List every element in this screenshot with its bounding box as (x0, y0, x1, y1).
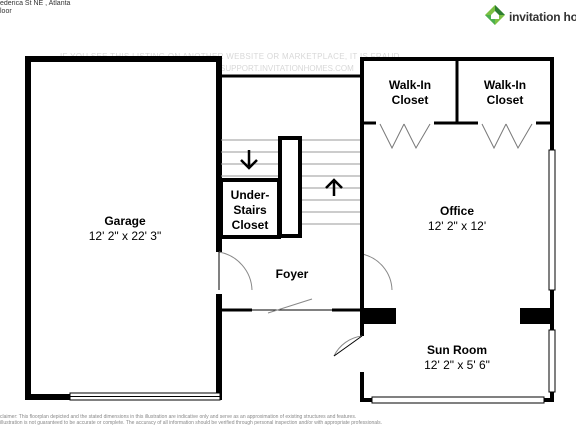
walkin-1-name: Walk-In (388, 78, 432, 92)
foyer-label: Foyer (250, 267, 334, 282)
foyer-name: Foyer (275, 267, 309, 281)
disclaimer-line-2: illustration is not guaranteed to be acc… (0, 420, 383, 426)
brand-name: invitation hor (509, 10, 576, 24)
address-text: ederica St NE , Atlanta (0, 0, 71, 7)
floor-text: loor (0, 8, 12, 15)
front-door (252, 298, 332, 314)
page-header: ederica St NE , Atlanta loor (0, 0, 70, 16)
brand-logo: invitation hor (484, 4, 576, 28)
fraud-watermark: IF YOU SEE THIS LISTING ON ANOTHER WEBSI… (60, 52, 400, 61)
walkin-closet-1-label: Walk-In Closet (364, 78, 456, 108)
walkin-1-name2: Closet (391, 93, 429, 107)
understairs-closet-walls (219, 178, 281, 239)
walkin-2-name: Walk-In (483, 78, 527, 92)
walkin-closet-2-label: Walk-In Closet (459, 78, 551, 108)
understairs-name2: Stairs (233, 203, 267, 217)
stair-up-arrow-icon (325, 178, 343, 196)
foyer-garage-door (216, 251, 253, 294)
sunroom-bottom-window (371, 396, 545, 404)
understairs-name3: Closet (231, 218, 269, 232)
walkin-2-name2: Closet (486, 93, 524, 107)
stair-down-arrow-icon (240, 150, 258, 170)
disclaimer-line-1: claimer: This floorplan depicted and the… (0, 414, 357, 420)
understairs-name: Under- (230, 188, 270, 202)
understairs-closet-label: Under- Stairs Closet (222, 188, 278, 233)
office-wall-stub-left (364, 308, 396, 324)
stair-rail (278, 136, 302, 238)
sunroom-size: 12' 2" x 5' 6" (424, 358, 490, 372)
office-wall-stub-right (520, 308, 552, 324)
sunroom-name: Sun Room (427, 343, 487, 357)
office-label: Office 12' 2" x 12' (395, 204, 519, 234)
sunroom-label: Sun Room 12' 2" x 5' 6" (395, 343, 519, 373)
garage-door (69, 392, 221, 401)
office-name: Office (439, 204, 474, 218)
house-logo-icon (485, 5, 505, 25)
garage-label: Garage 12' 2" x 22' 3" (70, 214, 180, 244)
office-size: 12' 2" x 12' (427, 219, 487, 233)
support-watermark: SUPPORT.INVITATIONHOMES.COM (220, 64, 354, 73)
disclaimer: claimer: This floorplan depicted and the… (0, 414, 576, 426)
sunroom-door (333, 335, 365, 372)
office-window (548, 149, 556, 291)
stairs (221, 139, 360, 225)
garage-name: Garage (104, 214, 146, 228)
sunroom-window (548, 329, 556, 393)
closet-doors (376, 120, 536, 150)
garage-size: 12' 2" x 22' 3" (88, 229, 162, 243)
